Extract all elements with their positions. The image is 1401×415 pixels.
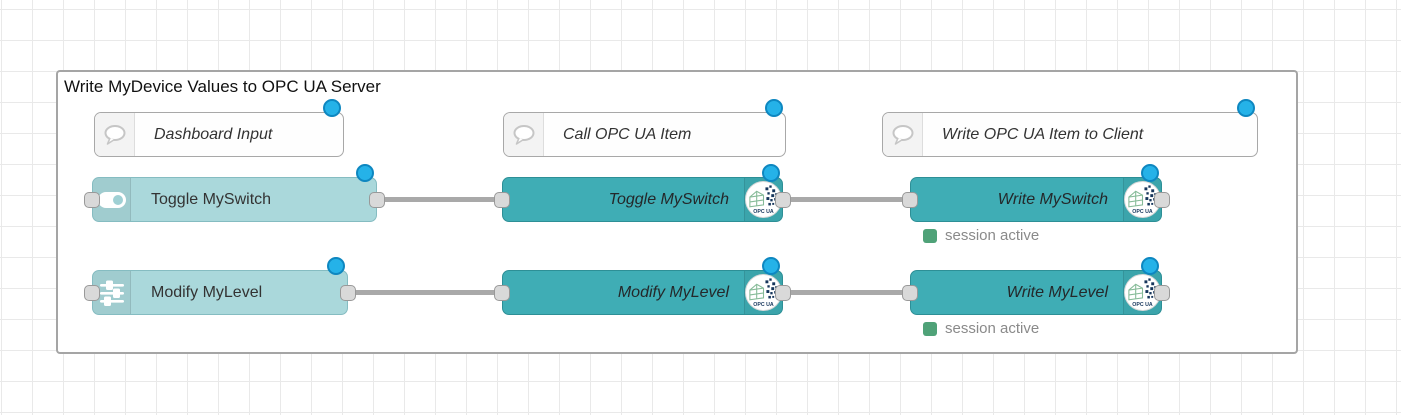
node-modify-mylevel-ui[interactable]: Modify MyLevel	[84, 257, 356, 315]
input-port[interactable]	[902, 192, 918, 208]
node-status: session active	[923, 320, 1039, 337]
comment-bubble-icon	[95, 113, 135, 156]
status-green-dot	[923, 228, 937, 243]
changed-indicator-dot	[1141, 257, 1159, 275]
wire-modify-row-1[interactable]	[348, 290, 502, 295]
comment-label: Call OPC UA Item	[563, 125, 692, 143]
input-port[interactable]	[84, 192, 100, 208]
output-port[interactable]	[340, 285, 356, 301]
output-port[interactable]	[775, 192, 791, 208]
changed-indicator-dot	[327, 257, 345, 275]
group-title: Write MyDevice Values to OPC UA Server	[64, 77, 381, 96]
input-port[interactable]	[494, 192, 510, 208]
comment-write-opcua-item-to-client[interactable]: Write OPC UA Item to Client	[882, 99, 1258, 157]
opcua-logo-icon: OPC UA	[744, 178, 782, 221]
status-text: session active	[945, 320, 1040, 337]
output-port[interactable]	[775, 285, 791, 301]
comment-dashboard-input[interactable]: Dashboard Input	[94, 99, 344, 157]
opcua-badge-text: OPC UA	[1132, 209, 1153, 215]
output-port[interactable]	[1154, 192, 1170, 208]
wire-modify-row-2[interactable]	[783, 290, 910, 295]
changed-indicator-dot	[323, 99, 341, 117]
opcua-badge-text: OPC UA	[753, 302, 774, 308]
node-label: Toggle MySwitch	[608, 190, 729, 208]
node-write-mylevel[interactable]: Write MyLevel OPC UA session active	[902, 257, 1170, 337]
node-label: Write MyLevel	[1006, 283, 1108, 301]
comment-bubble-icon	[883, 113, 923, 156]
node-label: Modify MyLevel	[617, 283, 729, 301]
changed-indicator-dot	[356, 164, 374, 182]
output-port[interactable]	[369, 192, 385, 208]
node-status: session active	[923, 227, 1039, 244]
changed-indicator-dot	[1237, 99, 1255, 117]
comment-bubble-icon	[504, 113, 544, 156]
comment-call-opcua-item[interactable]: Call OPC UA Item	[503, 99, 786, 157]
node-write-myswitch[interactable]: Write MySwitch OPC UA session active	[902, 164, 1170, 244]
node-label: Toggle MySwitch	[151, 190, 272, 208]
node-label: Modify MyLevel	[151, 283, 263, 301]
node-toggle-myswitch-opcua[interactable]: Toggle MySwitch OPC UA	[494, 164, 791, 222]
comment-label: Dashboard Input	[154, 125, 273, 143]
wire-toggle-row-1[interactable]	[377, 197, 502, 202]
comment-label: Write OPC UA Item to Client	[942, 125, 1144, 143]
changed-indicator-dot	[762, 257, 780, 275]
node-toggle-myswitch-ui[interactable]: Toggle MySwitch	[84, 164, 385, 222]
opcua-badge-text: OPC UA	[753, 209, 774, 215]
wire-toggle-row-2[interactable]	[783, 197, 910, 202]
input-port[interactable]	[494, 285, 510, 301]
input-port[interactable]	[902, 285, 918, 301]
output-port[interactable]	[1154, 285, 1170, 301]
status-text: session active	[945, 227, 1040, 244]
node-label: Write MySwitch	[997, 190, 1108, 208]
node-modify-mylevel-opcua[interactable]: Modify MyLevel OPC UA	[494, 257, 791, 315]
changed-indicator-dot	[765, 99, 783, 117]
changed-indicator-dot	[762, 164, 780, 182]
input-port[interactable]	[84, 285, 100, 301]
opcua-logo-icon: OPC UA	[744, 271, 782, 314]
changed-indicator-dot	[1141, 164, 1159, 182]
status-green-dot	[923, 321, 937, 336]
opcua-badge-text: OPC UA	[1132, 302, 1153, 308]
